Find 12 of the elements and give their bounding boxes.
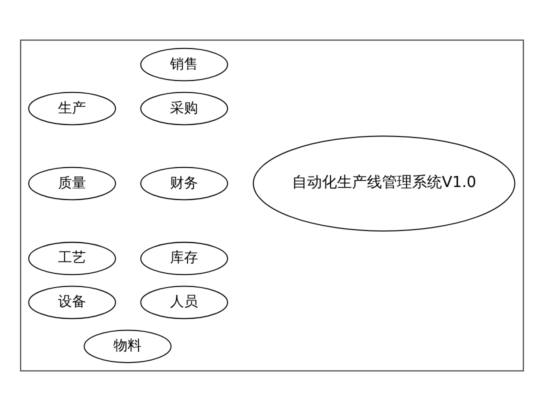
node-ellipse: 生产: [28, 92, 116, 126]
node-ellipse: 库存: [140, 242, 228, 276]
node-ellipse: 采购: [140, 92, 228, 126]
node-ellipse: 销售: [140, 48, 228, 82]
cluster: [20, 40, 524, 372]
node-ellipse: 自动化生产线管理系统V1.0: [252, 136, 516, 232]
node-ellipse: 财务: [140, 166, 228, 200]
node-ellipse: 工艺: [28, 242, 116, 276]
node-ellipse: 物料: [84, 330, 172, 364]
node-ellipse: 设备: [28, 286, 116, 320]
node-ellipse: 人员: [140, 286, 228, 320]
node-ellipse: 质量: [28, 166, 116, 200]
